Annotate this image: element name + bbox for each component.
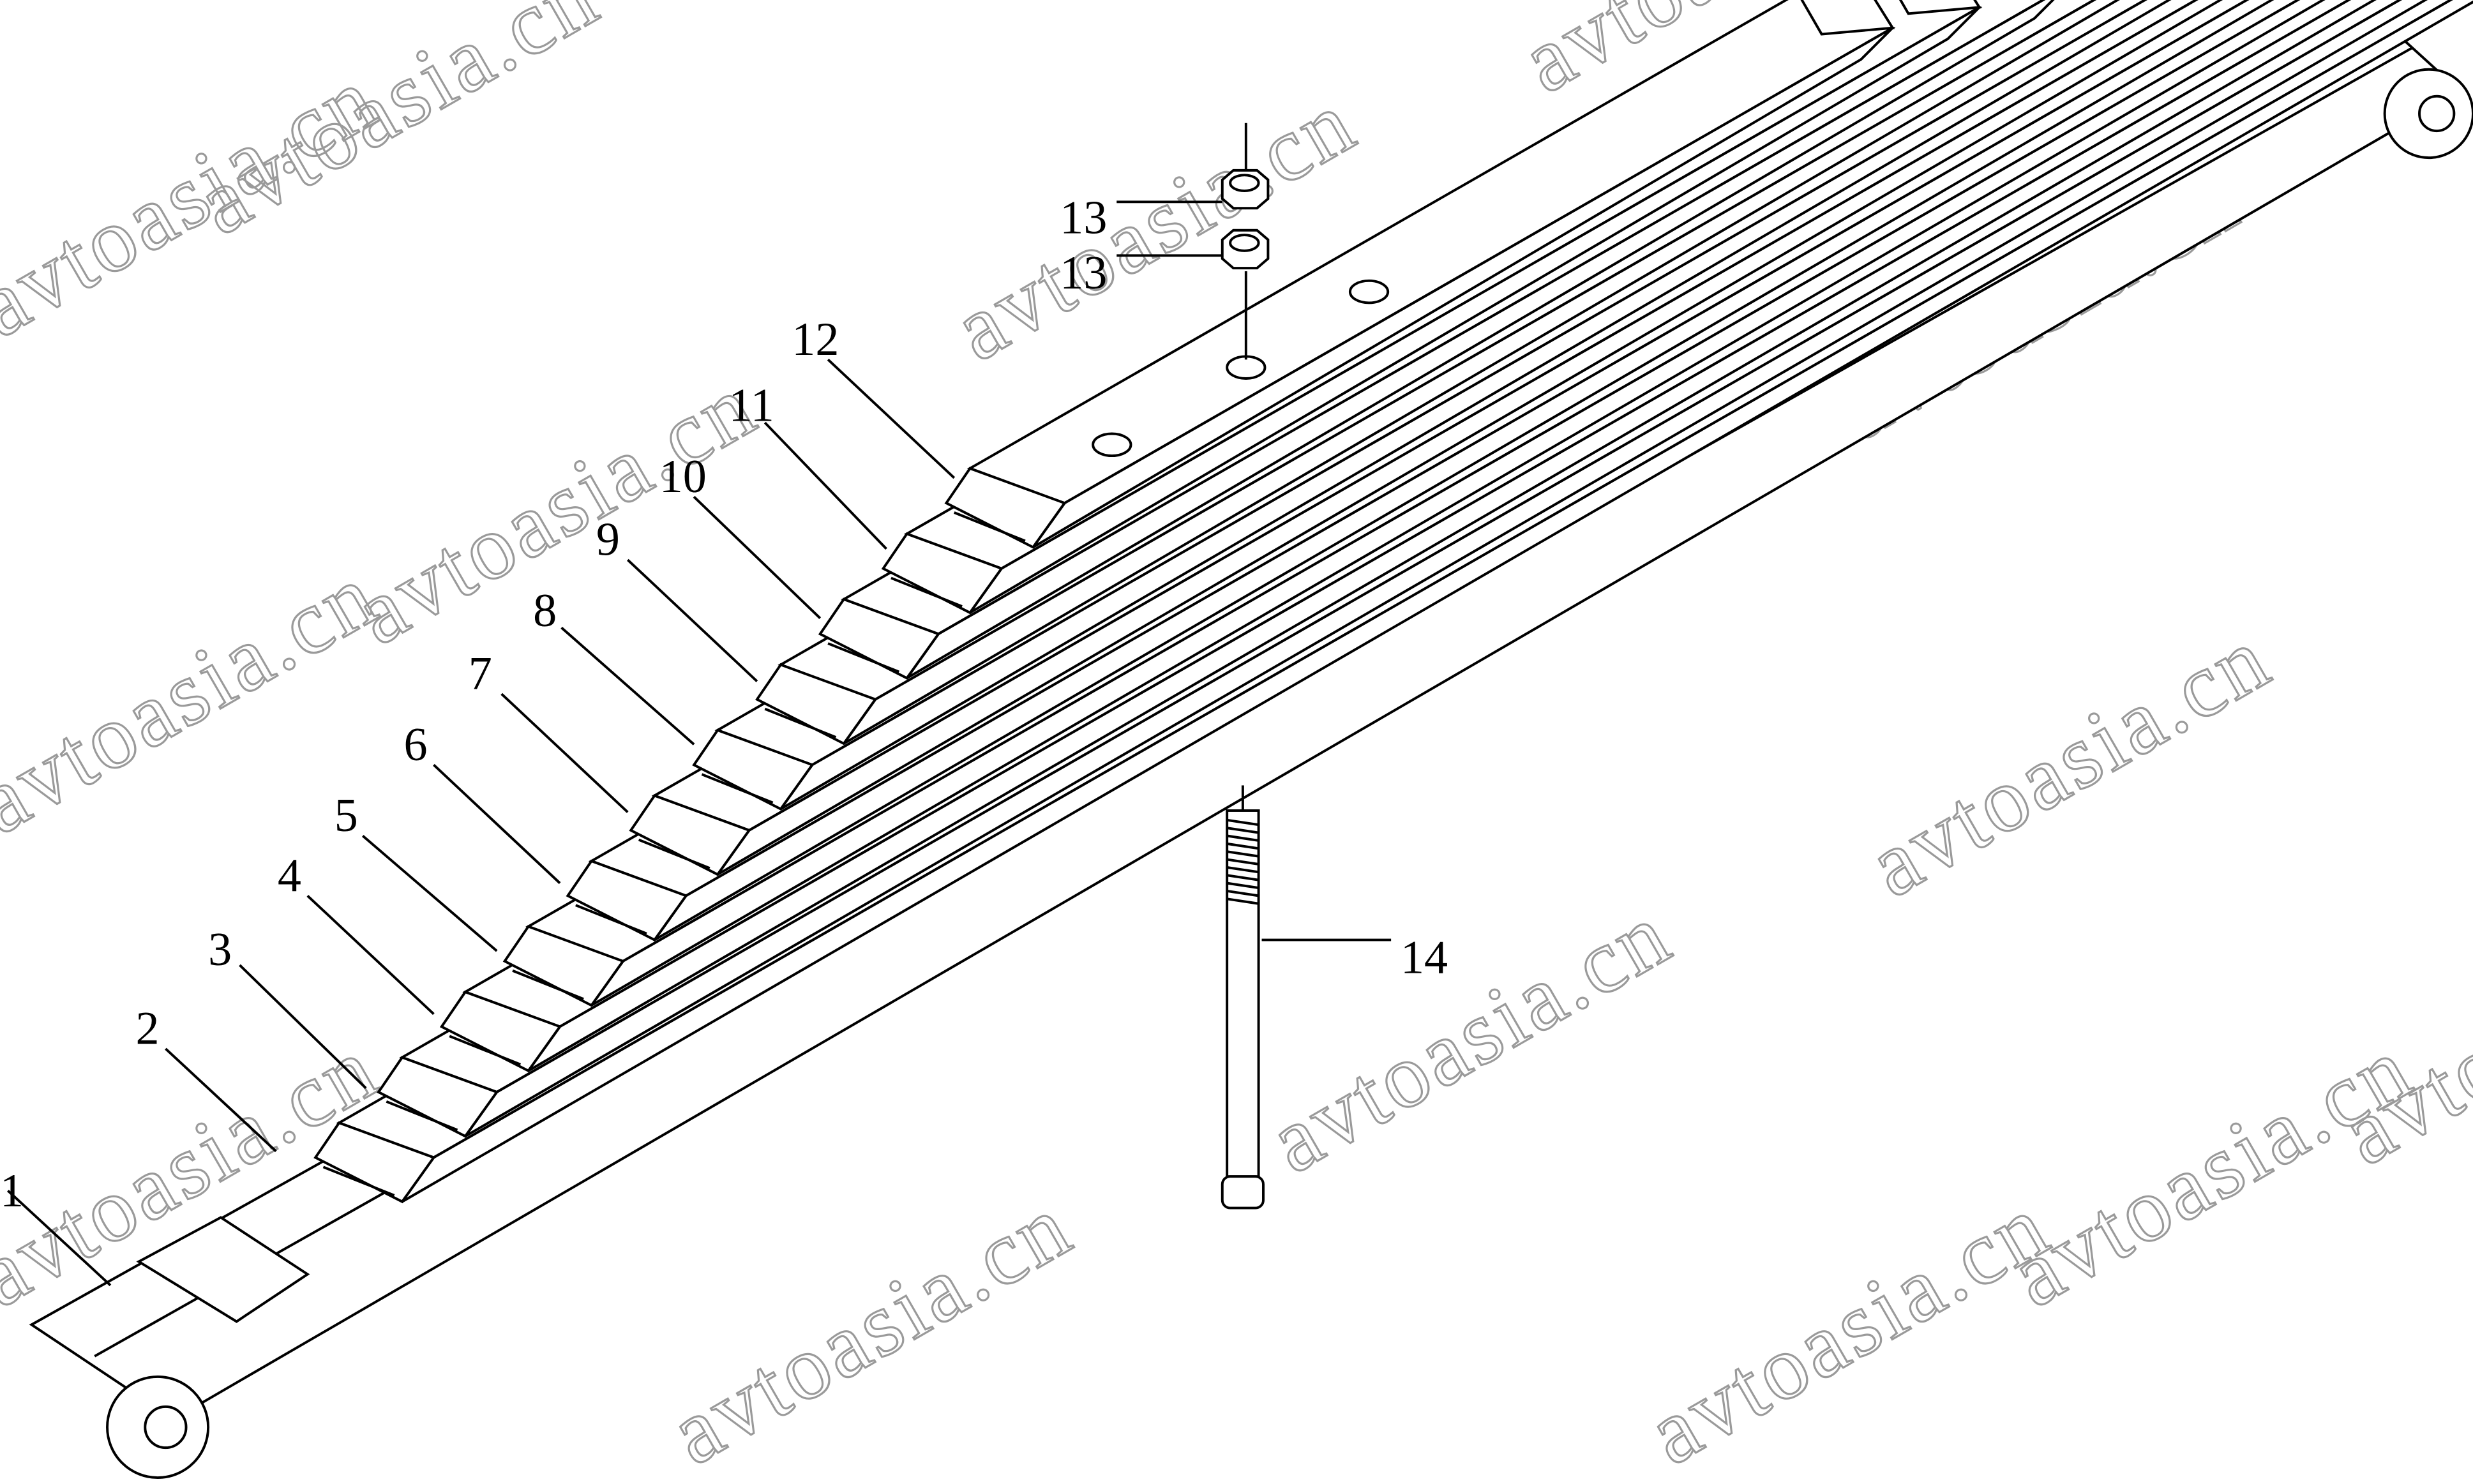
leader-line-2 <box>165 1047 277 1153</box>
watermark-text: avtoasia.cn <box>1631 1174 2066 1483</box>
leader-line-4 <box>306 894 435 1016</box>
callout-7: 7 <box>469 648 492 700</box>
leader-line-8 <box>560 626 695 746</box>
bolt-hole <box>1226 355 1267 380</box>
leader-line-5 <box>361 835 498 952</box>
callout-4: 4 <box>278 850 301 902</box>
callout-9: 9 <box>596 514 620 566</box>
callout-6: 6 <box>403 719 427 771</box>
callout-10: 10 <box>659 451 707 503</box>
leaf-12 <box>944 0 1896 549</box>
callout-1: 1 <box>0 1165 24 1217</box>
bolt-hole <box>1092 432 1132 458</box>
nut <box>1221 229 1270 270</box>
watermark-text: avtoasia.cn <box>0 47 394 356</box>
watermark-text: avtoasia.cn <box>1852 606 2287 916</box>
callout-12: 12 <box>792 313 839 366</box>
callout-11: 11 <box>728 380 774 432</box>
callout-14: 14 <box>1401 931 1448 984</box>
callout-13b: 13 <box>1060 247 1107 299</box>
leader-line-10 <box>693 495 822 619</box>
leader-lines <box>7 200 1392 1287</box>
leader-line-6 <box>433 763 561 885</box>
nut <box>1221 169 1270 210</box>
right-eye-hole <box>2418 94 2456 133</box>
watermark-text: avtoasia.cn <box>1994 1016 2428 1326</box>
callout-8: 8 <box>533 585 557 637</box>
watermark-text: avtoasia.cn <box>1252 882 1687 1192</box>
left-eye-hole <box>144 1405 188 1450</box>
callout-5: 5 <box>334 790 358 842</box>
bolt-hole <box>1348 279 1390 304</box>
parts <box>29 0 2473 1480</box>
callout-2: 2 <box>135 1003 159 1055</box>
leader-line-12 <box>827 358 956 479</box>
leader-line-3 <box>239 964 367 1090</box>
leader-line-1 <box>7 1189 112 1287</box>
center-bolt <box>1221 785 1265 1210</box>
watermark-text: avtoasia.cn <box>653 1174 1088 1483</box>
callout-3: 3 <box>208 924 232 976</box>
callout-13a: 13 <box>1060 192 1107 244</box>
leader-line-7 <box>500 693 629 813</box>
leader-line-11 <box>763 421 887 550</box>
leader-line-9 <box>626 558 758 682</box>
